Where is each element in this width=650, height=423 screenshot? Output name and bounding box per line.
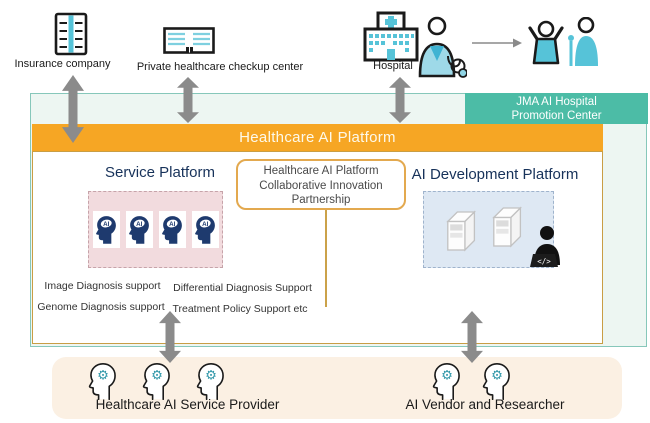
partnership-line2: Collaborative Innovation (259, 179, 383, 192)
flow-arrow-hospital (388, 77, 412, 123)
ai-development-group: </> (423, 191, 560, 268)
developer-at-laptop-icon: </> (530, 226, 560, 267)
flow-arrow-vendor (460, 311, 484, 363)
laptop-code-glyph: </> (537, 257, 551, 266)
ai-vendor-and-researcher-label: AI Vendor and Researcher (405, 397, 565, 412)
ai-head-icon (125, 211, 153, 248)
partnership-line3: Partnership (291, 194, 351, 206)
ai-head-icon (92, 211, 120, 248)
gear-head-icon (140, 362, 174, 400)
service-item-image-diagnosis: Image Diagnosis support (44, 280, 161, 292)
gear-head-icon (480, 362, 514, 400)
jma-line2: Promotion Center (511, 110, 602, 122)
partnership-connector-line (325, 210, 327, 307)
insurance-company-icon (54, 12, 88, 56)
server-icon (444, 208, 482, 254)
service-platform-ai-group (88, 191, 223, 268)
checkup-center-icon (163, 27, 215, 54)
partnership-box: Healthcare AI Platform Collaborative Inn… (236, 159, 406, 210)
hospital-icon (363, 11, 419, 62)
ai-head-icon (191, 211, 219, 248)
flow-arrow-insurance (61, 75, 85, 143)
healthcare-ai-service-provider-label: Healthcare AI Service Provider (95, 397, 280, 412)
patient-with-cane-icon (568, 17, 598, 66)
checkup-center-label: Private healthcare checkup center (136, 61, 304, 73)
partnership-line1: Healthcare AI Platform (263, 165, 379, 177)
gear-head-icon (194, 362, 228, 400)
jma-line1: JMA AI Hospital (516, 96, 597, 108)
right-arrow-icon (472, 38, 522, 48)
insurance-company-label: Insurance company (14, 58, 111, 70)
flow-arrow-provider (158, 311, 182, 363)
cheering-person-icon (528, 20, 564, 65)
healthcare-ai-platform-banner: Healthcare AI Platform (32, 124, 603, 151)
ai-development-platform-title: AI Development Platform (411, 166, 579, 183)
service-item-genome-diagnosis: Genome Diagnosis support (37, 301, 165, 313)
gear-head-icon (86, 362, 120, 400)
gear-head-icon (430, 362, 464, 400)
ai-head-icon (158, 211, 186, 248)
doctor-icon (418, 16, 467, 78)
service-item-differential-diagnosis: Differential Diagnosis Support (173, 282, 312, 294)
jma-promotion-center-box: JMA AI Hospital Promotion Center (465, 93, 648, 124)
hospital-label: Hospital (373, 60, 413, 72)
service-item-treatment-policy: Treatment Policy Support etc (172, 303, 308, 315)
service-platform-title: Service Platform (104, 164, 216, 181)
flow-arrow-checkup (176, 77, 200, 123)
server-icon (490, 204, 528, 250)
